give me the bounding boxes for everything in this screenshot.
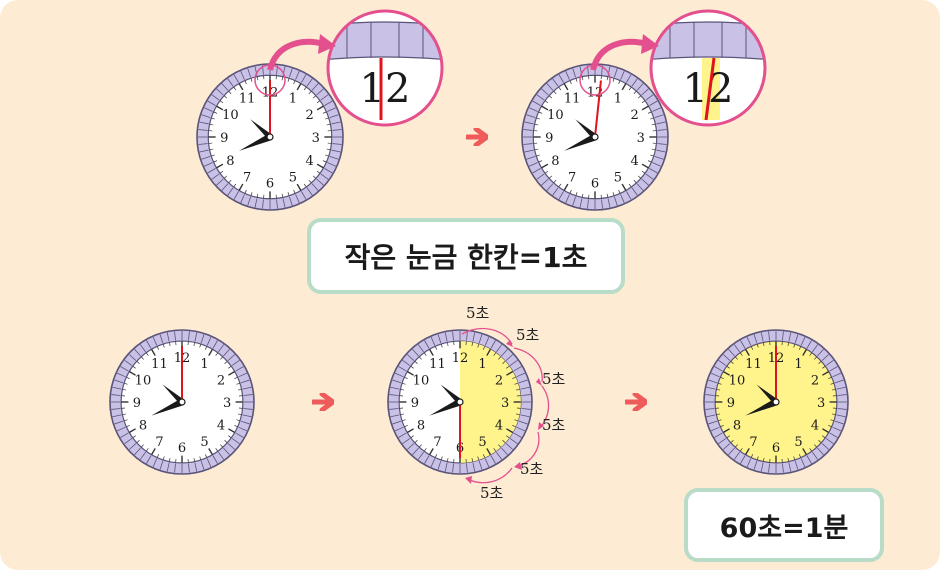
clock-number: 10 <box>729 373 746 388</box>
clock-number: 11 <box>745 357 762 372</box>
clock-number: 7 <box>568 171 576 186</box>
zoom-arrow-icon <box>267 34 336 71</box>
five-seconds-label: 5초 <box>466 304 490 322</box>
clock-number: 3 <box>817 396 825 411</box>
clock-number: 8 <box>417 419 425 434</box>
clock-number: 11 <box>239 91 256 106</box>
clock-number: 1 <box>478 357 486 372</box>
clock-number: 6 <box>591 177 599 192</box>
zoom-circle-left: 12 <box>326 9 444 127</box>
label-text: 작은 눈금 한칸=1초 <box>344 241 588 274</box>
clock-number: 4 <box>495 419 503 434</box>
five-seconds-label: 5초 <box>520 460 544 478</box>
clock-number: 5 <box>289 171 297 186</box>
clock-number: 6 <box>178 441 186 456</box>
clock-number: 11 <box>429 357 446 372</box>
clock-number: 3 <box>501 396 509 411</box>
clock-number: 9 <box>411 396 419 411</box>
clock-number: 3 <box>223 396 231 411</box>
clock-number: 2 <box>495 373 503 388</box>
clock-number: 1 <box>289 91 297 106</box>
clock-number: 2 <box>811 373 819 388</box>
five-seconds-label: 5초 <box>542 370 566 388</box>
five-seconds-label: 5초 <box>542 416 566 434</box>
clock-number: 10 <box>547 108 564 123</box>
clock-number: 5 <box>478 435 486 450</box>
clock-number: 10 <box>413 373 430 388</box>
clock-number: 2 <box>630 108 638 123</box>
clock-number: 1 <box>794 357 802 372</box>
clock-number: 8 <box>733 419 741 434</box>
clock-number: 12 <box>452 351 469 366</box>
clock-number: 5 <box>794 435 802 450</box>
clock-number: 3 <box>312 131 320 146</box>
clock-number: 3 <box>637 131 645 146</box>
clock-number: 2 <box>305 108 313 123</box>
sixty-seconds-label: 60초=1분 <box>684 488 884 562</box>
clock-number: 1 <box>200 357 208 372</box>
zoom-circle-right: 12 <box>649 9 767 127</box>
clock-number: 7 <box>243 171 251 186</box>
clock-number: 9 <box>727 396 735 411</box>
clock-number: 6 <box>266 177 274 192</box>
clock-number: 10 <box>222 108 239 123</box>
clock-number: 4 <box>811 419 819 434</box>
clock-number: 8 <box>551 154 559 169</box>
focus-ring <box>579 64 611 96</box>
clock-number: 8 <box>139 419 147 434</box>
clock-number: 9 <box>545 131 553 146</box>
clock-number: 5 <box>200 435 208 450</box>
clock-number: 9 <box>133 396 141 411</box>
clock-number: 6 <box>772 441 780 456</box>
clock-number: 11 <box>564 91 581 106</box>
focus-ring <box>254 64 286 96</box>
right-arrow-icon <box>466 128 488 146</box>
clock-number: 5 <box>614 171 622 186</box>
right-arrow-icon <box>312 393 334 411</box>
clock-number: 9 <box>220 131 228 146</box>
clock-number: 4 <box>305 154 313 169</box>
five-seconds-label: 5초 <box>480 484 504 502</box>
clock-number: 2 <box>217 373 225 388</box>
clock-number: 8 <box>226 154 234 169</box>
label-text: 60초=1분 <box>719 512 849 544</box>
clock-number: 10 <box>135 373 152 388</box>
tick-equals-second-label: 작은 눈금 한칸=1초 <box>307 218 625 294</box>
clock-number: 1 <box>614 91 622 106</box>
clock-number: 7 <box>433 435 441 450</box>
clock-number: 7 <box>155 435 163 450</box>
clock-number: 4 <box>630 154 638 169</box>
clock-number: 11 <box>151 357 168 372</box>
clock-number: 4 <box>217 419 225 434</box>
right-arrow-icon <box>625 393 647 411</box>
zoom-number: 12 <box>360 66 411 112</box>
zoom-arrow-icon <box>590 34 659 71</box>
five-second-arcs <box>461 327 550 484</box>
clock-number: 7 <box>749 435 757 450</box>
five-seconds-label: 5초 <box>516 326 540 344</box>
